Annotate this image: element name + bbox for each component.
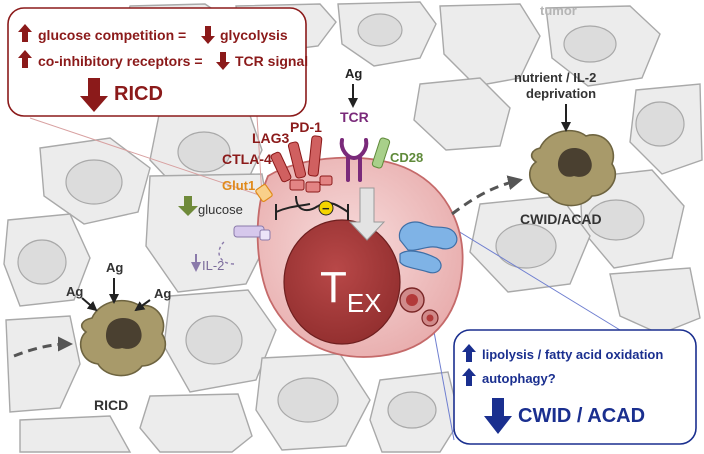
top-box-pointer (29, 117, 263, 197)
top-line2-right: TCR signal (235, 53, 308, 69)
nutrient-label: deprivation (526, 86, 596, 101)
tex-nucleus (283, 219, 401, 345)
tumor-nucleus (17, 239, 67, 285)
ricd-ag-left-arrow (81, 297, 98, 312)
big-down-arrow-icon (484, 398, 512, 434)
il2-signal-path (218, 239, 235, 265)
up-arrow-icon (18, 50, 32, 68)
lag3-receptor (287, 141, 307, 179)
tumor-cell (19, 415, 132, 453)
bottom-line2: autophagy? (482, 371, 556, 386)
tumor-nucleus (177, 131, 231, 173)
pd1-receptor (307, 135, 323, 177)
lag3-label: LAG3 (252, 130, 290, 146)
tumor-cell (145, 173, 273, 293)
antigen-top-label: Ag (345, 66, 362, 81)
glucose-label: glucose (198, 202, 243, 217)
nutrient-label: nutrient / IL-2 (514, 70, 596, 85)
pd1-label: PD-1 (290, 119, 322, 135)
up-arrow-icon (462, 344, 476, 362)
tex-cell: TEX (256, 156, 464, 358)
ctla4-base (289, 179, 305, 191)
ricd-cell (79, 299, 167, 377)
cwid-cell-label: CWID/ACAD (520, 211, 602, 227)
tumor-nucleus (635, 101, 685, 147)
top-line2-left: co-inhibitory receptors = (38, 53, 203, 69)
down-arrow-icon (216, 52, 230, 70)
bottom-line1: lipolysis / fatty acid oxidation (482, 347, 663, 362)
tcr-label: TCR (340, 109, 369, 125)
tumor-cell (439, 3, 541, 87)
tumor-nucleus (587, 199, 645, 241)
top-line1-left: glucose competition = (38, 27, 186, 43)
tumor-nucleus (563, 25, 617, 63)
tumor-nucleus (387, 391, 437, 429)
tumor-cell (139, 393, 253, 453)
bottom-callout: lipolysis / fatty acid oxidation autopha… (453, 329, 697, 445)
up-arrow-icon (18, 24, 32, 42)
tumor-cell (609, 267, 701, 335)
ctla4-label: CTLA-4 (222, 151, 272, 167)
tumor-nucleus (277, 377, 339, 423)
up-arrow-icon (462, 368, 476, 386)
receptors (233, 135, 391, 241)
inhibit-sign: − (322, 201, 330, 216)
bottom-outcome: CWID / ACAD (518, 405, 645, 427)
cd28-receptor (371, 137, 391, 169)
bottom-box-pointer (439, 219, 621, 331)
autophagosome-core (406, 294, 418, 306)
top-outcome: RICD (114, 83, 163, 105)
il2-receptor (259, 229, 271, 241)
ricd-ag-left: Ag (66, 284, 83, 299)
ricd-cell-label: RICD (94, 397, 128, 413)
glut1-label: Glut1 (222, 178, 255, 193)
pd1-base (305, 181, 321, 193)
cd28-label: CD28 (390, 150, 423, 165)
glut1-transporter (255, 184, 273, 202)
tumor-tissue (3, 1, 703, 453)
cwid-cell (528, 129, 617, 207)
top-callout: glucose competition = glycolysis co-inhi… (7, 7, 308, 117)
il2-label: IL-2 (202, 258, 224, 273)
tumor-nucleus (495, 223, 557, 269)
ricd-ag-right-arrow (134, 299, 151, 312)
ricd-ag-right: Ag (154, 286, 171, 301)
ctla4-receptor (270, 151, 292, 183)
tumor-nucleus (357, 13, 403, 47)
tcr-receptor (339, 138, 369, 182)
tumor-cell (5, 315, 81, 413)
autophagosome-core (426, 314, 434, 322)
down-arrow-icon (201, 26, 215, 44)
tumor-label: tumor (540, 3, 577, 18)
tumor-nucleus (65, 159, 123, 205)
tex-label: TEX (320, 263, 382, 318)
migration-arrow-left (13, 336, 73, 358)
glucose-arrow (178, 196, 198, 216)
ricd-ag-top: Ag (106, 260, 123, 275)
lag3-base (319, 175, 333, 186)
signal-arrow (348, 187, 386, 241)
inhibit-sign-bg (318, 200, 334, 216)
migration-arrow-right (451, 175, 523, 216)
big-down-arrow-icon (80, 78, 108, 112)
tumor-nucleus (185, 315, 243, 365)
mitochondria (398, 221, 458, 274)
tumor-cell (413, 77, 511, 151)
top-line1-right: glycolysis (220, 27, 288, 43)
